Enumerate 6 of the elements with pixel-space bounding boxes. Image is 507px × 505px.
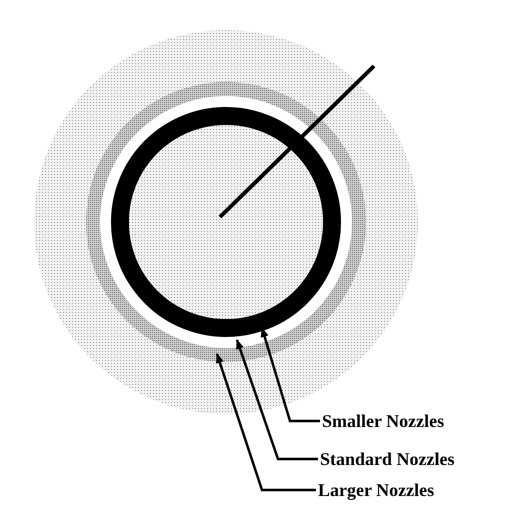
nozzle-label: Standard Nozzles [320,448,454,470]
leader-arrow [216,353,316,492]
leader-arrow [236,339,318,460]
leader-arrow [260,327,320,422]
nozzle-label: Smaller Nozzles [322,410,444,432]
nozzle-label: Larger Nozzles [318,479,434,501]
